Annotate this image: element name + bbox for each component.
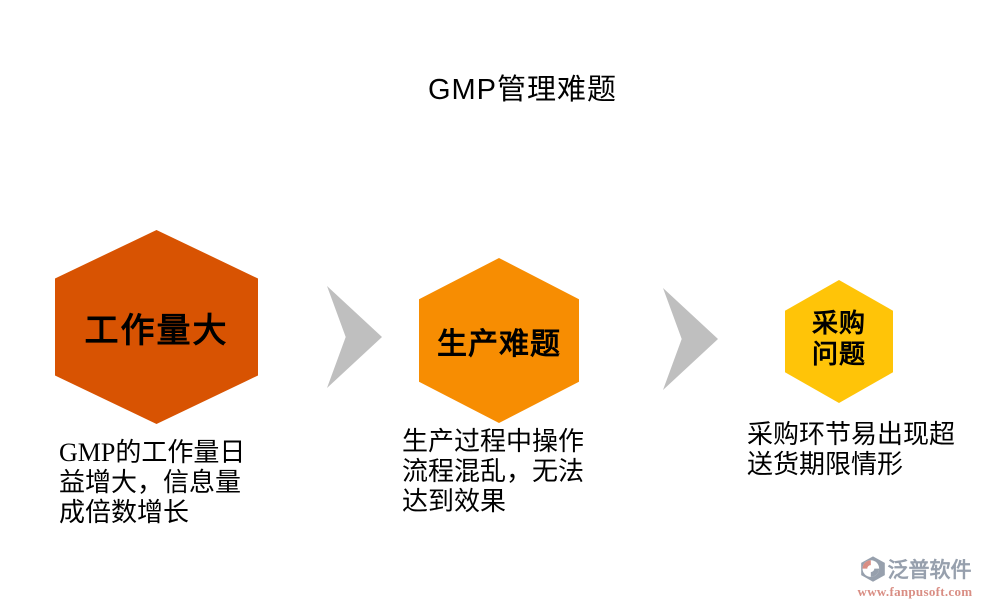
caption-line: 达到效果 [402,487,507,516]
fanpu-logo-url: www.fanpusoft.com [857,584,973,599]
caption-line: 采购环节易出现超 [747,420,956,449]
fanpu-logo-icon [859,555,887,583]
hexagon-step-production: 生产难题 [419,258,579,423]
chevron-arrow-icon [327,286,382,388]
caption-line: GMP的工作量日 [59,438,246,467]
caption-line: 送货期限情形 [747,450,904,479]
caption-line: 成倍数增长 [59,498,190,527]
caption-line: 益增大，信息量 [59,468,242,497]
fanpu-logo: 泛普软件 www.fanpusoft.com [853,554,977,600]
step-caption-workload: GMP的工作量日 益增大，信息量 成倍数增长 [59,438,245,528]
caption-line: 生产过程中操作 [402,427,585,456]
fanpu-logo-row: 泛普软件 [853,554,977,584]
hexagon-label: 工作量大 [84,311,229,350]
hexagon-step-procurement: 采购 问题 [785,280,893,403]
hexagon-label-line: 采购 [811,307,866,338]
caption-line: 流程混乱，无法 [402,457,585,486]
hexagon-label: 生产难题 [437,327,561,361]
step-caption-procurement: 采购环节易出现超 送货期限情形 [747,420,955,480]
hexagon-label: 采购 问题 [812,308,866,370]
step-caption-production: 生产过程中操作 流程混乱，无法 达到效果 [402,427,584,517]
page-title: GMP管理难题 [427,74,618,106]
fanpu-logo-text: 泛普软件 [887,559,972,582]
hexagon-label-line: 问题 [811,338,866,369]
chevron-arrow-icon [663,288,718,390]
hexagon-step-workload: 工作量大 [55,230,258,424]
